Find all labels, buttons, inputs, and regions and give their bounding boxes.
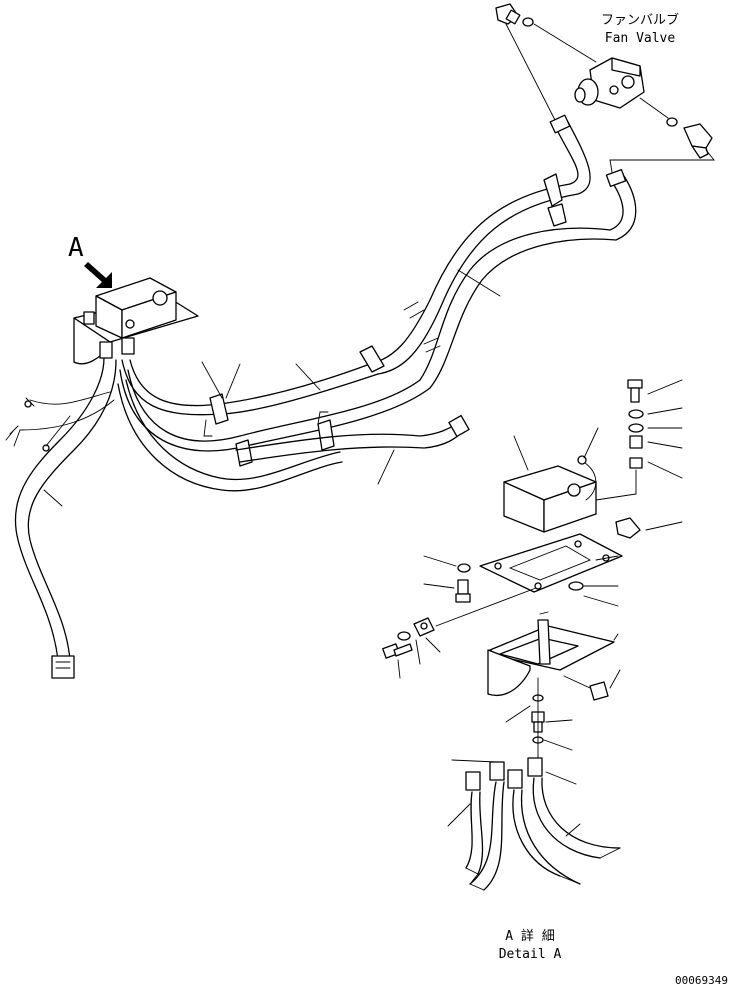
drain-hose bbox=[5, 357, 117, 679]
fan-valve-label-jp: ファンバルブ bbox=[601, 12, 679, 28]
fan-valve: ファンバルブ Fan Valve bbox=[495, 3, 715, 173]
detail-a-exploded: A 詳 細 Detail A bbox=[382, 379, 683, 962]
drawing-number: 00069349 bbox=[675, 974, 728, 987]
detail-a-label-jp: A 詳 細 bbox=[505, 928, 554, 944]
solenoid-block-main: A bbox=[68, 233, 199, 365]
view-arrow-icon bbox=[84, 262, 112, 288]
view-marker-a: A bbox=[68, 233, 84, 263]
main-hose-bundle bbox=[117, 114, 637, 492]
detail-a-label-en: Detail A bbox=[499, 947, 562, 962]
fan-valve-label-en: Fan Valve bbox=[605, 31, 676, 46]
